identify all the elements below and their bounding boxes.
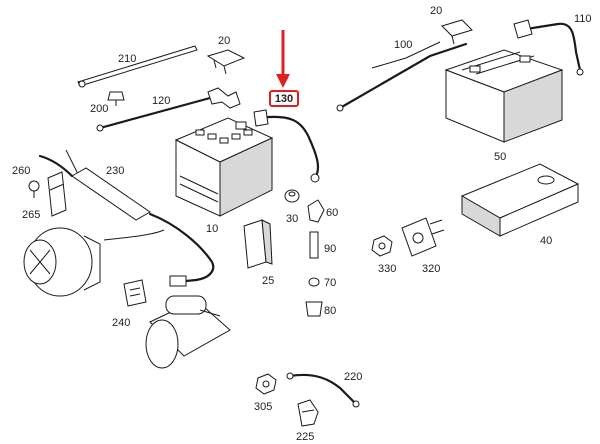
callout-110[interactable]: 110 [574, 13, 592, 25]
part-210-cable-tie[interactable] [77, 45, 198, 88]
starter-motor [145, 295, 231, 369]
highlight-box [269, 90, 299, 107]
part-220-ground-strap[interactable] [286, 372, 360, 408]
part-120-ground-cable[interactable] [96, 87, 241, 132]
callout-90[interactable]: 90 [324, 243, 336, 255]
callout-25[interactable]: 25 [262, 275, 274, 287]
part-20-bracket-left[interactable] [206, 49, 246, 75]
callout-20-left[interactable]: 20 [218, 35, 230, 47]
callout-130[interactable]: 130 [275, 93, 293, 105]
part-110-battery-cable[interactable] [513, 19, 584, 76]
callout-320[interactable]: 320 [422, 263, 440, 275]
callout-50[interactable]: 50 [494, 151, 506, 163]
part-225-clamp[interactable] [297, 399, 319, 427]
part-40-battery-tray[interactable] [460, 163, 580, 237]
callout-120[interactable]: 120 [152, 95, 170, 107]
callout-70[interactable]: 70 [324, 277, 336, 289]
callout-305[interactable]: 305 [254, 401, 272, 413]
callout-60[interactable]: 60 [326, 207, 338, 219]
callout-260[interactable]: 260 [12, 165, 30, 177]
callout-210[interactable]: 210 [118, 53, 136, 65]
part-90-rod[interactable] [309, 231, 319, 259]
part-80-cap[interactable] [305, 301, 323, 317]
part-10-battery[interactable] [174, 117, 274, 217]
part-50-battery-large[interactable] [444, 49, 564, 143]
part-100-positive-cable[interactable] [336, 41, 468, 112]
callout-30[interactable]: 30 [286, 213, 298, 225]
part-20-bracket-right[interactable] [441, 19, 473, 45]
callout-230[interactable]: 230 [106, 165, 124, 177]
callout-100[interactable]: 100 [394, 39, 412, 51]
part-265-bracket[interactable] [47, 171, 67, 217]
callout-80[interactable]: 80 [324, 305, 336, 317]
part-230-harness[interactable] [38, 149, 215, 287]
part-130-battery-cable[interactable] [253, 109, 320, 183]
part-260-bolt[interactable] [28, 180, 40, 198]
callout-220[interactable]: 220 [344, 371, 362, 383]
callout-265[interactable]: 265 [22, 209, 40, 221]
callout-225[interactable]: 225 [296, 431, 314, 443]
callout-200[interactable]: 200 [90, 103, 108, 115]
part-320-relay[interactable] [401, 217, 445, 257]
callout-20-right[interactable]: 20 [430, 5, 442, 17]
callout-240[interactable]: 240 [112, 317, 130, 329]
part-200-clip[interactable] [107, 91, 125, 106]
alternator [23, 227, 101, 297]
highlight-arrow [276, 30, 290, 88]
part-330-nut[interactable] [371, 235, 393, 257]
callout-10[interactable]: 10 [206, 223, 218, 235]
part-240-connector[interactable] [123, 279, 147, 307]
callout-330[interactable]: 330 [378, 263, 396, 275]
part-25-cover[interactable] [243, 219, 273, 269]
part-70-spacer[interactable] [308, 277, 320, 287]
callout-40[interactable]: 40 [540, 235, 552, 247]
part-30-terminal[interactable] [284, 189, 300, 203]
part-305-bolt[interactable] [255, 373, 277, 395]
part-60-elbow[interactable] [307, 199, 325, 223]
